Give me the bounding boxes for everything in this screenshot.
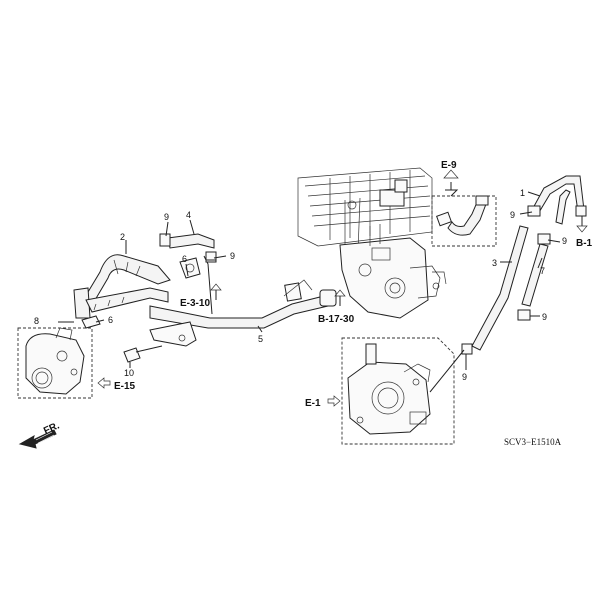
callout-7: 7	[540, 266, 545, 276]
ref-b1730: B-17-30	[318, 314, 355, 325]
callout-2: 2	[120, 232, 125, 242]
hose-part-4	[159, 233, 215, 249]
callout-9-mid-left: 9	[230, 251, 235, 261]
ref-arrow-e1	[327, 395, 341, 407]
fitting-part-6	[81, 257, 201, 329]
diagram-code: SCV3−E1510A	[504, 437, 562, 447]
ref-e310: E-3-10	[180, 298, 210, 309]
intake-manifold	[297, 167, 447, 319]
e9-detail-box	[431, 169, 497, 247]
callout-9-top-left: 9	[164, 212, 169, 222]
ref-arrow-b1	[576, 216, 588, 233]
clamps-part-9	[205, 205, 587, 355]
leader-lines	[58, 191, 561, 393]
ref-arrow-e15	[97, 377, 111, 389]
ref-arrow-e310	[210, 283, 222, 300]
callout-6-lower: 6	[108, 315, 113, 325]
bolt-part-10	[123, 345, 163, 363]
front-direction-arrow	[18, 429, 57, 449]
ref-arrow-b1730	[334, 289, 346, 306]
callout-5: 5	[258, 334, 263, 344]
ref-e1: E-1	[305, 398, 321, 409]
e15-detail-box	[17, 327, 93, 399]
pipe-part-5	[149, 253, 337, 347]
ref-e9: E-9	[441, 160, 457, 171]
callout-8: 8	[34, 316, 39, 326]
front-label: FR.	[42, 420, 61, 437]
hose-part-3	[471, 225, 529, 351]
hose-part-2	[73, 254, 171, 319]
ref-e15: E-15	[114, 381, 136, 392]
callout-4: 4	[186, 210, 191, 220]
callout-9-upper-right: 9	[510, 210, 515, 220]
ref-b1: B-1	[576, 238, 593, 249]
hose-part-1	[531, 175, 585, 225]
callout-3: 3	[492, 258, 497, 268]
e1-detail-box	[341, 337, 455, 445]
callout-10: 10	[124, 368, 134, 378]
callout-9-bottom: 9	[462, 372, 467, 382]
callout-1: 1	[520, 188, 525, 198]
callout-9-lower-right: 9	[542, 312, 547, 322]
callout-6-upper: 6	[182, 254, 187, 264]
callout-9-right: 9	[562, 236, 567, 246]
